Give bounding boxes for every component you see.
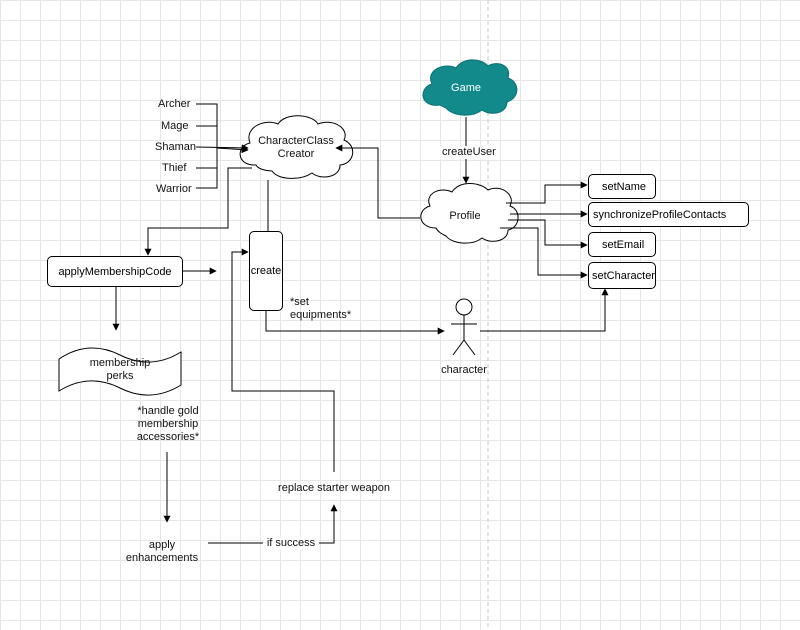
class-shaman[interactable]: Shaman <box>155 141 196 153</box>
apply-membership-code-box[interactable]: applyMembershipCode <box>47 256 183 287</box>
edge-replace-create <box>231 248 335 472</box>
character-actor-icon[interactable] <box>451 298 477 356</box>
creator-cloud[interactable] <box>239 115 354 179</box>
class-mage[interactable]: Mage <box>161 120 189 132</box>
profile-label: Profile <box>449 210 481 222</box>
create-box[interactable]: create <box>249 231 283 311</box>
edge-profile-creator <box>335 144 420 219</box>
handle-gold-label: *handle gold membership accessories* <box>136 405 200 443</box>
set-email-label: setEmail <box>602 238 645 251</box>
replace-weapon-label: replace starter weapon <box>278 482 390 494</box>
set-character-box[interactable]: setCharacter <box>588 262 656 289</box>
class-warrior[interactable]: Warrior <box>156 183 192 195</box>
class-archer[interactable]: Archer <box>158 98 191 110</box>
profile-method-connectors <box>500 181 588 279</box>
character-label: character <box>441 364 487 376</box>
set-character-label: setCharacter <box>592 269 655 282</box>
profile-cloud[interactable] <box>420 183 519 244</box>
membership-perks-shape[interactable] <box>58 347 182 396</box>
class-thief[interactable]: Thief <box>162 162 187 174</box>
game-cloud[interactable] <box>422 59 518 116</box>
edge-creator-apply <box>144 167 252 256</box>
edge-enhancements-replace <box>208 504 338 544</box>
edge-character-setcharacter <box>480 288 609 332</box>
set-equipments-label: *set equipments* <box>290 296 352 321</box>
membership-perks-label: membership perks <box>89 357 151 382</box>
create-label: create <box>250 265 282 277</box>
set-name-box[interactable]: setName <box>588 174 656 199</box>
if-success-label: if success <box>263 537 319 550</box>
edge-create-character <box>265 311 445 335</box>
set-name-label: setName <box>602 180 647 193</box>
creator-label: CharacterClass Creator <box>258 135 334 160</box>
set-email-box[interactable]: setEmail <box>588 232 656 257</box>
create-user-label: createUser <box>440 146 496 159</box>
sync-contacts-box[interactable]: synchronizeProfileContacts <box>588 202 749 227</box>
game-label: Game <box>451 82 481 94</box>
sync-contacts-label: synchronizeProfileContacts <box>593 208 727 221</box>
apply-membership-code-label: applyMembershipCode <box>58 265 172 278</box>
apply-enhancements-label: apply enhancements <box>125 539 199 564</box>
class-connectors <box>195 103 249 189</box>
